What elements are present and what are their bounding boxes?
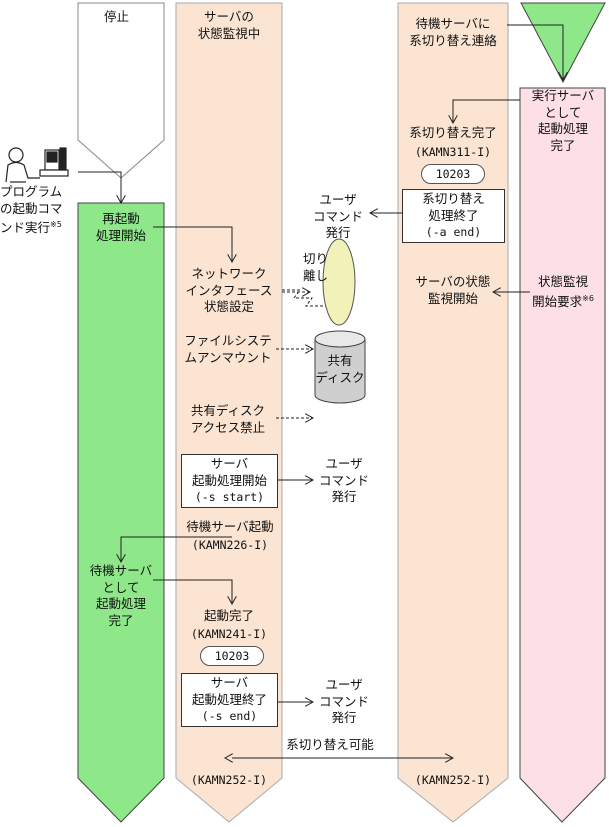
operator-icon — [5, 147, 69, 183]
arrow-started-to-complete — [121, 536, 232, 562]
operator-label: プログラム の起動コマ ンド実行※5 — [0, 184, 63, 235]
standby-started-label: 待機サーバ起動 — [186, 519, 274, 534]
restart-label: 再起動 処理開始 — [95, 211, 146, 243]
arrow-stop-to-restart — [78, 171, 121, 203]
msg-252-right: (KAMN252-I) — [414, 773, 492, 787]
end-box: サーバ 起動処理終了 (-s end) — [181, 673, 278, 727]
user-cmd-1: ユーザ コマンド 発行 — [318, 456, 369, 504]
disconnect-label: 切り 離し — [303, 251, 329, 283]
active-server-lane — [519, 87, 606, 823]
switch-end-box-label: 系切り替え 処理終了 — [422, 191, 485, 223]
network-label: ネットワーク インタフェース 状態設定 — [185, 266, 273, 314]
disk-block-label: 共有ディスク アクセス禁止 — [190, 403, 266, 435]
user-cmd-3: ユーザ コマンド 発行 — [312, 192, 363, 240]
arrow-restart-to-network — [153, 226, 232, 262]
network-ellipse — [322, 238, 356, 326]
arrow-notify-to-active — [507, 24, 563, 80]
end-box-option: (-s end) — [201, 709, 258, 723]
notify-label: 待機サーバに 系切り替え連絡 — [409, 16, 497, 48]
stop-label: 停止 — [104, 9, 130, 24]
arrow-complete-to-done — [153, 579, 232, 604]
arrow-network-disconnect — [282, 289, 328, 307]
start-box-option: (-s start) — [194, 490, 265, 504]
start-box: サーバ 起動処理開始 (-s start) — [181, 454, 278, 508]
monitoring-label: サーバの 状態監視中 — [197, 9, 261, 41]
end-box-label: サーバ 起動処理終了 — [191, 675, 267, 707]
standby-complete-label: 待機サーバ として 起動処理 完了 — [89, 563, 153, 628]
msg-252-left: (KAMN252-I) — [190, 773, 268, 787]
active-start-label: 実行サーバ として 起動処理 完了 — [531, 88, 595, 153]
arrow-active-to-switch-done — [453, 99, 520, 123]
switch-done-label: 系切り替え完了 — [409, 125, 497, 140]
monitor-request-label: 状態監視 開始要求※6 — [532, 274, 594, 309]
switch-end-box-option: (-a end) — [425, 225, 482, 239]
code-1: 10203 — [200, 646, 264, 666]
stop-lane — [77, 2, 165, 179]
user-cmd-2: ユーザ コマンド 発行 — [318, 677, 369, 725]
standby-server-lane — [77, 202, 165, 823]
msg-241: (KAMN241-I) — [190, 627, 268, 641]
shared-disk-label: 共有 ディスク — [315, 353, 365, 385]
filesystem-label: ファイルシステ ムアンマウント — [184, 333, 272, 365]
msg-311: (KAMN311-I) — [414, 145, 492, 159]
monitor-start-label: サーバの状態 監視開始 — [415, 274, 491, 306]
start-done-label: 起動完了 — [203, 608, 254, 623]
code-2: 10203 — [421, 164, 485, 184]
switch-possible-label: 系切り替え可能 — [286, 737, 374, 752]
monitoring-lane — [175, 2, 283, 823]
msg-226: (KAMN226-I) — [191, 538, 269, 552]
start-box-label: サーバ 起動処理開始 — [191, 456, 267, 488]
switch-end-box: 系切り替え 処理終了 (-a end) — [402, 189, 505, 243]
shared-disk-cylinder — [314, 330, 366, 404]
